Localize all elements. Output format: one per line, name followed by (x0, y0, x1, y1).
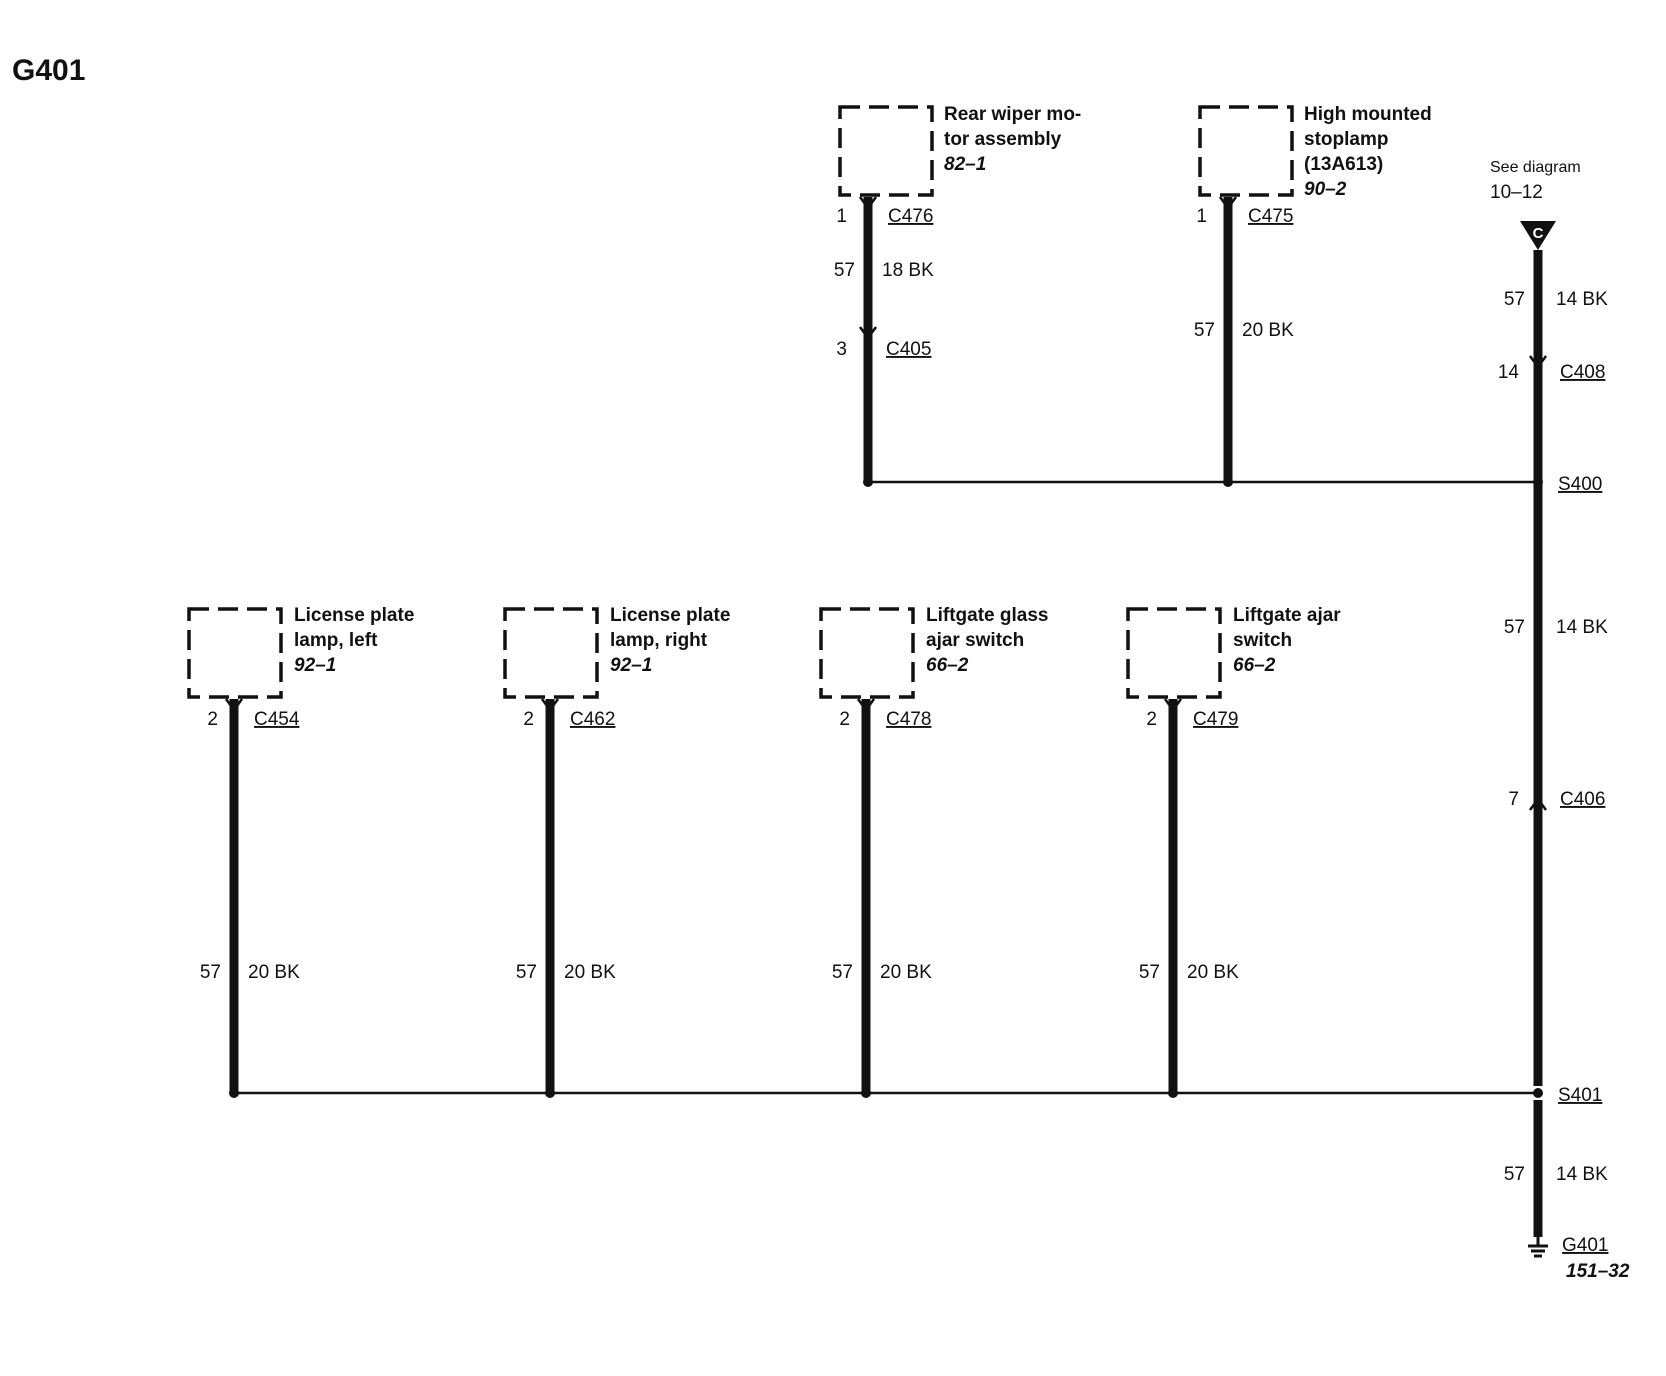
connector-id: C405 (886, 339, 931, 360)
splice-dot (545, 1088, 555, 1098)
wire-gauge: 20 BK (564, 962, 616, 983)
component-license-plate-lamp-left: License plate lamp, left 92–1 (187, 605, 414, 699)
ground-icon (1528, 1237, 1548, 1258)
wire-gauge: 14 BK (1556, 1164, 1608, 1185)
connector-arrow-icon (856, 698, 876, 713)
connector-id: C476 (888, 206, 933, 227)
component-ref: 66–2 (1233, 655, 1276, 676)
off-page-symbol: C (1533, 225, 1544, 242)
splice-dot (863, 477, 873, 487)
component-license-plate-lamp-right: License plate lamp, right 92–1 (503, 605, 730, 699)
wire-circuit: 57 (1139, 962, 1160, 983)
wire-circuit: 57 (516, 962, 537, 983)
component-high-mounted-stoplamp: High mounted stoplamp (13A613) 90–2 (1198, 104, 1432, 200)
wire-circuit: 57 (1504, 617, 1525, 638)
wire-gauge: 14 BK (1556, 289, 1608, 310)
wire-gauge: 20 BK (248, 962, 300, 983)
component-ref: 82–1 (944, 154, 986, 175)
connector-arrow-icon (858, 196, 878, 211)
connector-pin: 2 (207, 709, 218, 730)
wire-circuit: 57 (1504, 289, 1525, 310)
connector-pin: 2 (523, 709, 534, 730)
connector-pin: 2 (1146, 709, 1157, 730)
component-label: tor assembly (944, 129, 1062, 150)
component-label: (13A613) (1304, 154, 1383, 175)
page-title: G401 (12, 54, 85, 87)
component-box (503, 607, 599, 699)
component-label: switch (1233, 630, 1292, 651)
connector-id: C462 (570, 709, 615, 730)
wire-circuit: 57 (1504, 1164, 1525, 1185)
component-label: Liftgate glass (926, 605, 1048, 626)
see-diagram-page: 10–12 (1490, 182, 1543, 203)
connector-arrow-icon (858, 326, 878, 341)
splice-label: S400 (1558, 474, 1602, 495)
component-box (1126, 607, 1222, 699)
wire-circuit: 57 (834, 260, 855, 281)
component-ref: 90–2 (1304, 179, 1347, 200)
component-label: Rear wiper mo- (944, 104, 1081, 125)
splice-dot (1533, 1088, 1543, 1098)
connector-arrow-icon (1218, 196, 1238, 211)
ground-ref: 151–32 (1566, 1261, 1630, 1282)
wire-circuit: 57 (200, 962, 221, 983)
wire-circuit: 57 (832, 962, 853, 983)
component-label: lamp, left (294, 630, 378, 651)
component-label: License plate (610, 605, 730, 626)
connector-id: C454 (254, 709, 300, 730)
component-label: stoplamp (1304, 129, 1388, 150)
component-label: High mounted (1304, 104, 1432, 125)
component-box (819, 607, 915, 699)
see-diagram-text: See diagram (1490, 159, 1581, 176)
connector-pin: 7 (1508, 789, 1519, 810)
connector-pin: 3 (836, 339, 847, 360)
splice-label: S401 (1558, 1085, 1602, 1106)
connector-id: C475 (1248, 206, 1293, 227)
splice-dot (1223, 477, 1233, 487)
connector-pin: 1 (1196, 206, 1207, 227)
component-label: lamp, right (610, 630, 708, 651)
splice-dot (1168, 1088, 1178, 1098)
connector-arrow-icon (1528, 355, 1548, 370)
wire-gauge: 14 BK (1556, 617, 1608, 638)
component-label: ajar switch (926, 630, 1024, 651)
component-label: License plate (294, 605, 414, 626)
connector-pin: 2 (839, 709, 850, 730)
component-ref: 92–1 (294, 655, 336, 676)
connector-id: C406 (1560, 789, 1605, 810)
component-ref: 92–1 (610, 655, 652, 676)
off-page-triangle-icon (1520, 221, 1556, 250)
connector-pin: 1 (836, 206, 847, 227)
splice-dot (861, 1088, 871, 1098)
connector-id: C478 (886, 709, 931, 730)
component-label: Liftgate ajar (1233, 605, 1341, 626)
see-diagram-reference: See diagram 10–12 C (1490, 159, 1581, 250)
component-box (187, 607, 283, 699)
component-liftgate-glass-ajar-switch: Liftgate glass ajar switch 66–2 (819, 605, 1048, 699)
wire-gauge: 18 BK (882, 260, 934, 281)
connector-id: C479 (1193, 709, 1238, 730)
connector-pin: 14 (1498, 362, 1520, 383)
component-liftgate-ajar-switch: Liftgate ajar switch 66–2 (1126, 605, 1341, 699)
wire-circuit: 57 (1194, 320, 1215, 341)
splice-dot (229, 1088, 239, 1098)
component-rear-wiper-motor: Rear wiper mo- tor assembly 82–1 (838, 104, 1081, 197)
connector-arrow-icon (540, 698, 560, 713)
wire-gauge: 20 BK (1187, 962, 1239, 983)
component-ref: 66–2 (926, 655, 969, 676)
connector-arrow-icon (1163, 698, 1183, 713)
ground-label: G401 (1562, 1235, 1608, 1256)
component-box (1198, 105, 1294, 197)
component-box (838, 105, 934, 197)
connector-arrow-icon (1528, 796, 1548, 811)
wire-gauge: 20 BK (1242, 320, 1294, 341)
connector-arrow-icon (224, 698, 244, 713)
wire-gauge: 20 BK (880, 962, 932, 983)
connector-id: C408 (1560, 362, 1605, 383)
